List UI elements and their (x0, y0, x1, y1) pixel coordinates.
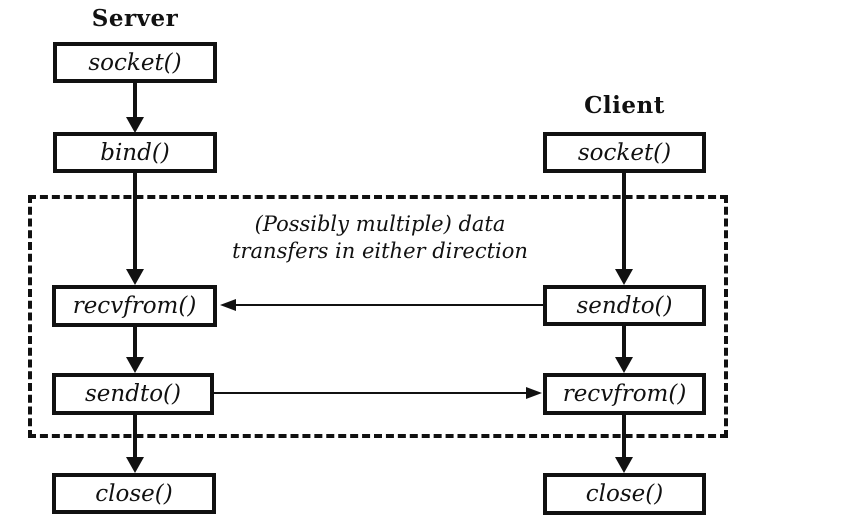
transfer-annotation: (Possibly multiple) data transfers in ei… (200, 211, 560, 265)
arrow-server-sendto-to-close-line (133, 413, 137, 458)
client-title: Client (584, 92, 665, 119)
arrow-down-icon (126, 357, 144, 373)
transfer-annotation-line1: (Possibly multiple) data (254, 212, 506, 236)
arrow-client-recvfrom-to-close-line (622, 413, 626, 458)
arrow-left-icon (220, 299, 236, 311)
server-recvfrom-box: recvfrom() (52, 285, 217, 327)
server-bind-box: bind() (53, 132, 217, 173)
server-title: Server (91, 5, 179, 32)
arrow-right-icon (526, 387, 542, 399)
arrow-client-socket-to-sendto-line (622, 171, 626, 270)
data-transfer-region-outline (28, 195, 728, 438)
arrow-down-icon (615, 457, 633, 473)
client-close-box: close() (543, 473, 706, 515)
server-socket-box: socket() (53, 42, 217, 83)
arrow-server-recvfrom-to-sendto-line (133, 325, 137, 358)
arrow-down-icon (615, 269, 633, 285)
server-close-box: close() (52, 473, 216, 514)
server-sendto-box: sendto() (52, 373, 214, 415)
arrow-server-socket-to-bind-line (133, 83, 137, 118)
client-socket-box: socket() (543, 132, 706, 173)
arrow-down-icon (126, 117, 144, 133)
arrow-down-icon (615, 357, 633, 373)
client-recvfrom-box: recvfrom() (543, 373, 706, 415)
arrow-server-bind-to-recvfrom-line (133, 171, 137, 270)
arrow-down-icon (126, 269, 144, 285)
arrow-client-sendto-to-recvfrom-line (622, 324, 626, 358)
arrow-client-sendto-to-server-recvfrom-line (235, 304, 543, 306)
arrow-server-sendto-to-client-recvfrom-line (214, 392, 527, 394)
client-sendto-box: sendto() (543, 285, 706, 326)
arrow-down-icon (126, 457, 144, 473)
transfer-annotation-line2: transfers in either direction (232, 239, 528, 263)
